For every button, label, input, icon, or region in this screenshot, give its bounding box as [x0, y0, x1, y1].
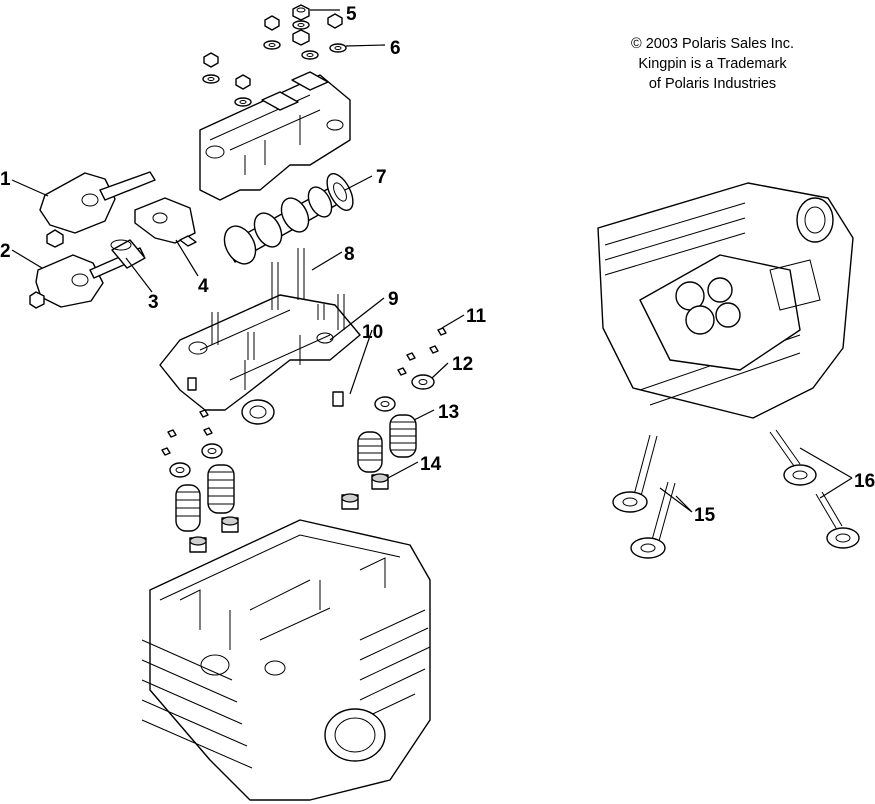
valve-stem-seals: [189, 473, 389, 553]
copyright-line-1: © 2003 Polaris Sales Inc.: [630, 36, 795, 52]
valve-keepers: [161, 327, 447, 456]
cylinder-head-main: [141, 519, 431, 801]
camshaft: [223, 173, 354, 265]
callout-6: 6: [390, 38, 401, 59]
callout-3: 3: [148, 292, 159, 313]
callout-11: 11: [466, 306, 487, 327]
callout-2: 2: [0, 241, 11, 262]
nut-washer-stack: [202, 4, 347, 107]
spring-retainers: [169, 374, 435, 478]
callout-1: 1: [0, 169, 11, 190]
callout-14: 14: [420, 454, 442, 475]
callout-5: 5: [346, 4, 357, 25]
callout-15: 15: [694, 505, 716, 526]
callout-8: 8: [344, 244, 355, 265]
rocker-support-lower: [159, 248, 361, 425]
copyright-line-3: of Polaris Industries: [648, 76, 777, 92]
callout-numbers: 1 2 3 4 5 6 7 8 9 10 11 12 13 14 15 16: [0, 4, 875, 526]
rocker-support-upper: [199, 71, 351, 201]
exhaust-valves: [769, 429, 860, 549]
callout-10: 10: [362, 322, 383, 343]
rocker-arm-1: [39, 171, 156, 248]
intake-valves: [612, 434, 676, 559]
callout-9: 9: [388, 289, 399, 310]
callout-12: 12: [452, 354, 473, 375]
valve-springs: [175, 414, 417, 532]
callout-4: 4: [198, 276, 209, 297]
callout-13: 13: [438, 402, 459, 423]
rocker-arm-4: [134, 197, 197, 247]
cylinder-head-combustion-side: [597, 182, 854, 419]
leader-lines: [11, 9, 853, 513]
callout-16: 16: [854, 471, 875, 492]
callout-7: 7: [376, 167, 387, 188]
copyright-notice: © 2003 Polaris Sales Inc. Kingpin is a T…: [590, 34, 835, 94]
rocker-shaft-3: [110, 239, 146, 269]
copyright-line-2: Kingpin is a Trademark: [638, 56, 787, 72]
